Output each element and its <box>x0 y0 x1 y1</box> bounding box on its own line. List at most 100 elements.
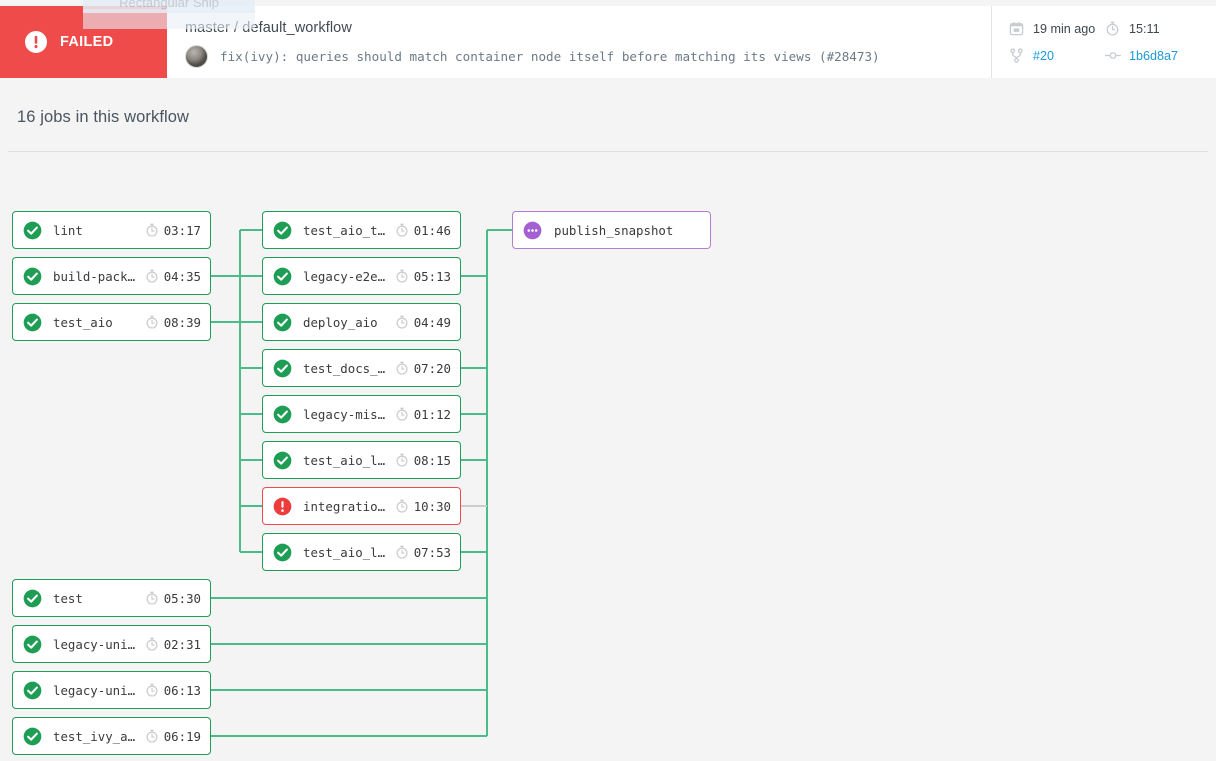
stopwatch-icon <box>395 269 409 283</box>
job-node-legacy-unit-b[interactable]: legacy-unit-…06:13 <box>12 671 211 709</box>
success-check-icon <box>23 681 42 700</box>
job-duration-text: 05:13 <box>413 268 451 284</box>
alert-circle-icon <box>25 31 47 53</box>
job-duration: 08:15 <box>395 453 451 468</box>
meta-time-ago: 19 min ago <box>1009 21 1105 36</box>
snip-overlay-label: Rectangular Snip <box>83 0 255 13</box>
job-node-integration_test[interactable]: integration_… 10:30 <box>262 487 461 525</box>
on-hold-icon <box>523 221 542 240</box>
commit-icon <box>1104 48 1122 63</box>
jobs-heading: 16 jobs in this workflow <box>17 108 190 126</box>
job-node-test_ivy_aot[interactable]: test_ivy_aot 06:19 <box>12 717 211 755</box>
header-meta-panel: 19 min ago 15:11 <box>992 6 1216 78</box>
job-duration-text: 01:46 <box>413 222 451 238</box>
meta-commit[interactable]: 1b6d8a7 <box>1104 48 1179 63</box>
job-name-label: publish_snapshot <box>554 222 674 238</box>
job-node-lint[interactable]: lint 03:17 <box>12 211 211 249</box>
stopwatch-icon <box>395 223 409 237</box>
job-duration: 05:13 <box>395 269 451 284</box>
stopwatch-icon <box>1105 21 1120 36</box>
job-node-test_aio_local[interactable]: test_aio_loc… 08:15 <box>262 441 461 479</box>
success-check-icon <box>23 727 42 746</box>
commit-message[interactable]: fix(ivy): queries should match container… <box>220 49 880 64</box>
job-node-deploy_aio[interactable]: deploy_aio 04:49 <box>262 303 461 341</box>
success-check-icon <box>23 267 42 286</box>
job-node-test_aio_tools[interactable]: test_aio_too…01:46 <box>262 211 461 249</box>
failed-icon <box>273 497 292 516</box>
job-node-legacy-e2e-tests[interactable]: legacy-e2e-t… 05:13 <box>262 257 461 295</box>
job-name-label: test_ivy_aot <box>53 728 141 744</box>
job-name-label: integration_… <box>303 498 391 514</box>
success-check-icon <box>273 221 292 240</box>
job-node-legacy-misc-tests[interactable]: legacy-misc-…01:12 <box>262 395 461 433</box>
job-node-publish_snapshot[interactable]: publish_snapshot <box>512 211 711 249</box>
job-duration-text: 02:31 <box>163 636 201 652</box>
job-name-label: test <box>53 590 83 606</box>
stopwatch-icon <box>145 591 159 605</box>
job-name-label: legacy-e2e-t… <box>303 268 391 284</box>
success-check-icon <box>23 221 42 240</box>
job-name-label: test_aio_loc… <box>303 544 391 560</box>
job-duration: 01:46 <box>395 223 451 238</box>
avatar <box>185 45 208 68</box>
job-duration: 04:35 <box>145 269 201 284</box>
success-check-icon <box>273 313 292 332</box>
stopwatch-icon <box>145 315 159 329</box>
success-check-icon <box>23 313 42 332</box>
commit-line: fix(ivy): queries should match container… <box>181 45 991 68</box>
job-duration-text: 03:17 <box>163 222 201 238</box>
header-main: master / default_workflow fix(ivy): quer… <box>167 6 992 78</box>
snip-overlay-strip <box>83 9 255 29</box>
job-duration: 07:53 <box>395 545 451 560</box>
stopwatch-icon <box>395 361 409 375</box>
job-duration-text: 07:53 <box>413 544 451 560</box>
job-node-legacy-unit-a[interactable]: legacy-unit-…02:31 <box>12 625 211 663</box>
stopwatch-icon <box>395 315 409 329</box>
job-name-label: legacy-misc-… <box>303 406 391 422</box>
job-node-test_aio[interactable]: test_aio 08:39 <box>12 303 211 341</box>
success-check-icon <box>273 405 292 424</box>
commit-sha[interactable]: 1b6d8a7 <box>1129 48 1179 63</box>
job-name-label: test_aio <box>53 314 113 330</box>
success-check-icon <box>273 359 292 378</box>
duration-text: 15:11 <box>1129 21 1160 36</box>
calendar-icon <box>1009 21 1024 36</box>
success-check-icon <box>23 589 42 608</box>
stopwatch-icon <box>395 407 409 421</box>
job-node-test[interactable]: test 05:30 <box>12 579 211 617</box>
branch-workflow-label[interactable]: master / default_workflow <box>185 20 352 36</box>
status-label: FAILED <box>60 34 114 50</box>
job-duration: 02:31 <box>145 637 201 652</box>
meta-row-2: #20 1b6d8a7 <box>1009 48 1216 63</box>
success-check-icon <box>23 635 42 654</box>
stopwatch-icon <box>395 499 409 513</box>
job-duration-text: 08:39 <box>163 314 201 330</box>
job-node-build-packages[interactable]: build-packag…04:35 <box>12 257 211 295</box>
time-ago-text: 19 min ago <box>1033 21 1096 36</box>
stopwatch-icon <box>145 729 159 743</box>
success-check-icon <box>273 451 292 470</box>
job-duration: 04:49 <box>395 315 451 330</box>
job-duration: 10:30 <box>395 499 451 514</box>
job-node-test_docs_examples[interactable]: test_docs_ex…07:20 <box>262 349 461 387</box>
meta-row-1: 19 min ago 15:11 <box>1009 21 1216 36</box>
job-duration: 06:19 <box>145 729 201 744</box>
meta-pipeline[interactable]: #20 <box>1009 48 1105 63</box>
job-duration: 03:17 <box>145 223 201 238</box>
heading-divider <box>8 151 1208 152</box>
job-name-label: test_aio_loc… <box>303 452 391 468</box>
job-duration: 07:20 <box>395 361 451 376</box>
job-duration-text: 05:30 <box>163 590 201 606</box>
branch-icon <box>1009 48 1024 63</box>
job-name-label: deploy_aio <box>303 314 378 330</box>
job-node-test_aio_local_ivy[interactable]: test_aio_loc… 07:53 <box>262 533 461 571</box>
pipeline-number[interactable]: #20 <box>1033 48 1055 63</box>
job-duration-text: 04:35 <box>163 268 201 284</box>
job-duration-text: 08:15 <box>413 452 451 468</box>
success-check-icon <box>273 267 292 286</box>
stopwatch-icon <box>145 223 159 237</box>
stopwatch-icon <box>395 453 409 467</box>
job-name-label: lint <box>53 222 83 238</box>
